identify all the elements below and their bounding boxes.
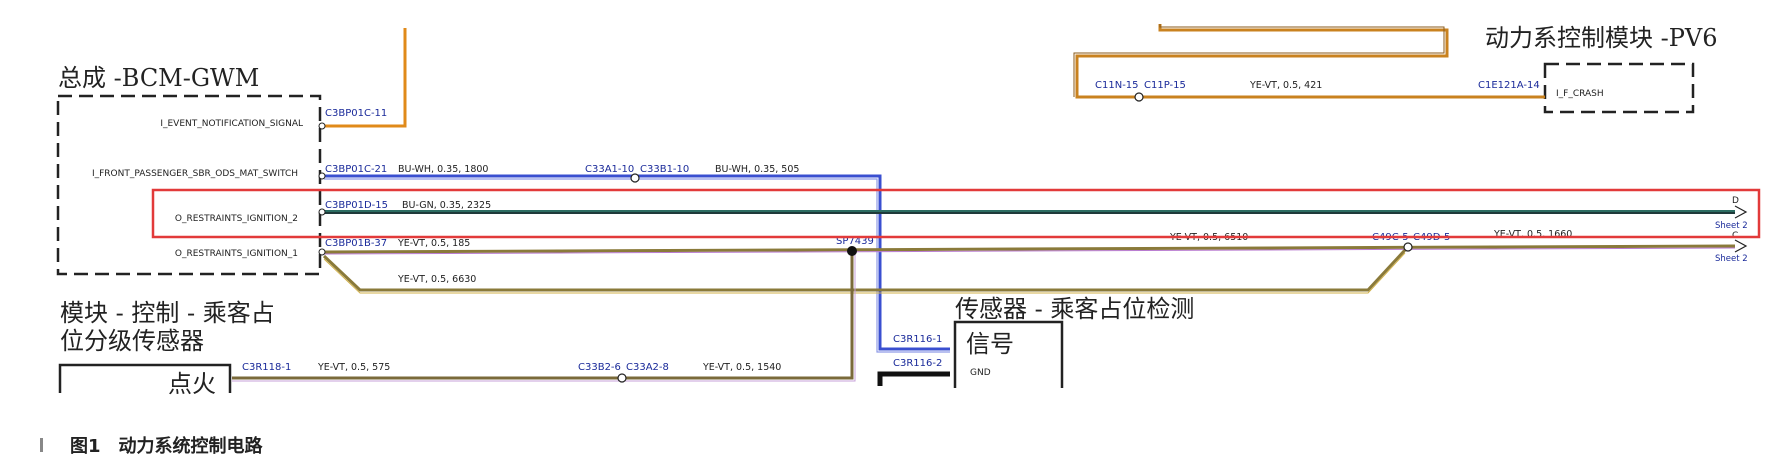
wire-label-ign1-c: YE-VT, 0.5, 1660 xyxy=(1493,229,1572,240)
pcm-module-box xyxy=(1543,62,1695,114)
ocs-ignite-label: 点火 xyxy=(168,370,216,398)
conn-c3bp01c-21: C3BP01C-21 xyxy=(325,164,387,175)
sheet-ref-d: Sheet 2 xyxy=(1715,221,1748,231)
wire-label-ign1-d: YE-VT, 0.5, 6630 xyxy=(397,274,476,285)
conn-c33a1-10: C33A1-10 xyxy=(585,164,634,175)
conn-c1e121a-14: C1E121A-14 xyxy=(1478,80,1540,91)
conn-c3r116-2: C3R116-2 xyxy=(893,358,942,369)
wire-event-notification xyxy=(324,28,407,128)
signal-restraints-ign1: O_RESTRAINTS_IGNITION_1 xyxy=(175,249,298,259)
highlight-ign2 xyxy=(151,188,1761,239)
bcm-module-box xyxy=(56,94,322,276)
conn-c33a2-8: C33A2-8 xyxy=(626,362,669,373)
ocs-module-title-line1: 模块 - 控制 - 乘客占 xyxy=(60,299,275,327)
node-c33-mat xyxy=(630,173,640,183)
wire-label-crash: YE-VT, 0.5, 421 xyxy=(1249,80,1322,91)
conn-c33b1-10: C33B1-10 xyxy=(640,164,689,175)
ocs-sensor-box xyxy=(953,320,1064,388)
wire-restraints-ign1-inner xyxy=(323,247,1736,255)
signal-f-crash: I_F_CRASH xyxy=(1556,89,1604,99)
ocs-module-box xyxy=(58,363,232,393)
ocs-sensor-title: 传感器 - 乘客占位检测 xyxy=(955,295,1194,323)
wire-ign1-loop xyxy=(322,248,1407,292)
pin-ign2 xyxy=(318,208,326,216)
wire-label-ign2: BU-GN, 0.35, 2325 xyxy=(402,200,491,211)
pin-mat xyxy=(318,172,326,180)
conn-c33b2-6: C33B2-6 xyxy=(578,362,621,373)
sheet-ref-c: Sheet 2 xyxy=(1715,254,1748,264)
conn-c3r116-1: C3R116-1 xyxy=(893,334,942,345)
node-c33-ocs xyxy=(617,373,627,383)
signal-mat-switch: I_FRONT_PASSENGER_SBR_ODS_MAT_SWITCH xyxy=(92,169,298,179)
bcm-title: 总成 -BCM-GWM xyxy=(58,64,259,92)
ocs-module-title-line2: 位分级传感器 xyxy=(60,327,204,355)
arrow-sheet-c xyxy=(1734,239,1748,253)
conn-sp7439: SP7439 xyxy=(836,236,874,247)
wire-label-mat-2: BU-WH, 0.35, 505 xyxy=(715,164,799,175)
ocs-gnd-label: GND xyxy=(970,368,991,378)
node-sp7439 xyxy=(847,246,857,256)
node-c11-crash xyxy=(1134,92,1144,102)
node-c49 xyxy=(1403,242,1413,252)
sheet-letter-d: D xyxy=(1732,196,1739,206)
ocs-signal-label: 信号 xyxy=(966,330,1014,358)
caption-marker xyxy=(40,438,43,452)
wire-restraints-ign1 xyxy=(323,244,1736,254)
wire-label-s2: YE-VT, 0.5, 1540 xyxy=(702,362,781,373)
conn-c3bp01c-11: C3BP01C-11 xyxy=(325,108,387,119)
wire-mat-switch xyxy=(324,174,950,351)
wire-crash-loop xyxy=(1075,24,1545,99)
wire-sp-drop-inner xyxy=(232,251,856,382)
conn-c11p-15: C11P-15 xyxy=(1144,80,1186,91)
signal-restraints-ign2: O_RESTRAINTS_IGNITION_2 xyxy=(175,214,298,224)
wire-crash-inner xyxy=(1073,24,1445,97)
wire-label-s1: YE-VT, 0.5, 575 xyxy=(317,362,390,373)
conn-c3r118-1: C3R118-1 xyxy=(242,362,291,373)
pin-event xyxy=(318,122,326,130)
signal-event-notification: I_EVENT_NOTIFICATION_SIGNAL xyxy=(160,119,303,129)
conn-c3bp01b-37: C3BP01B-37 xyxy=(325,238,387,249)
pcm-title: 动力系控制模块 -PV6 xyxy=(1485,24,1718,52)
wire-label-ign1-a: YE-VT, 0.5, 185 xyxy=(397,238,470,249)
wire-mat-switch-inner xyxy=(324,178,950,353)
conn-c11n-15: C11N-15 xyxy=(1095,80,1139,91)
figure-caption: 图1 动力系统控制电路 xyxy=(70,435,264,457)
pin-ign1 xyxy=(318,248,326,256)
arrow-sheet-d xyxy=(1734,205,1748,219)
wire-sp-drop xyxy=(232,251,854,380)
wire-gnd xyxy=(877,371,950,386)
wire-ign1-loop-inner xyxy=(323,252,1406,294)
conn-c3bp01d-15: C3BP01D-15 xyxy=(325,200,388,211)
wire-label-mat-1: BU-WH, 0.35, 1800 xyxy=(398,164,488,175)
